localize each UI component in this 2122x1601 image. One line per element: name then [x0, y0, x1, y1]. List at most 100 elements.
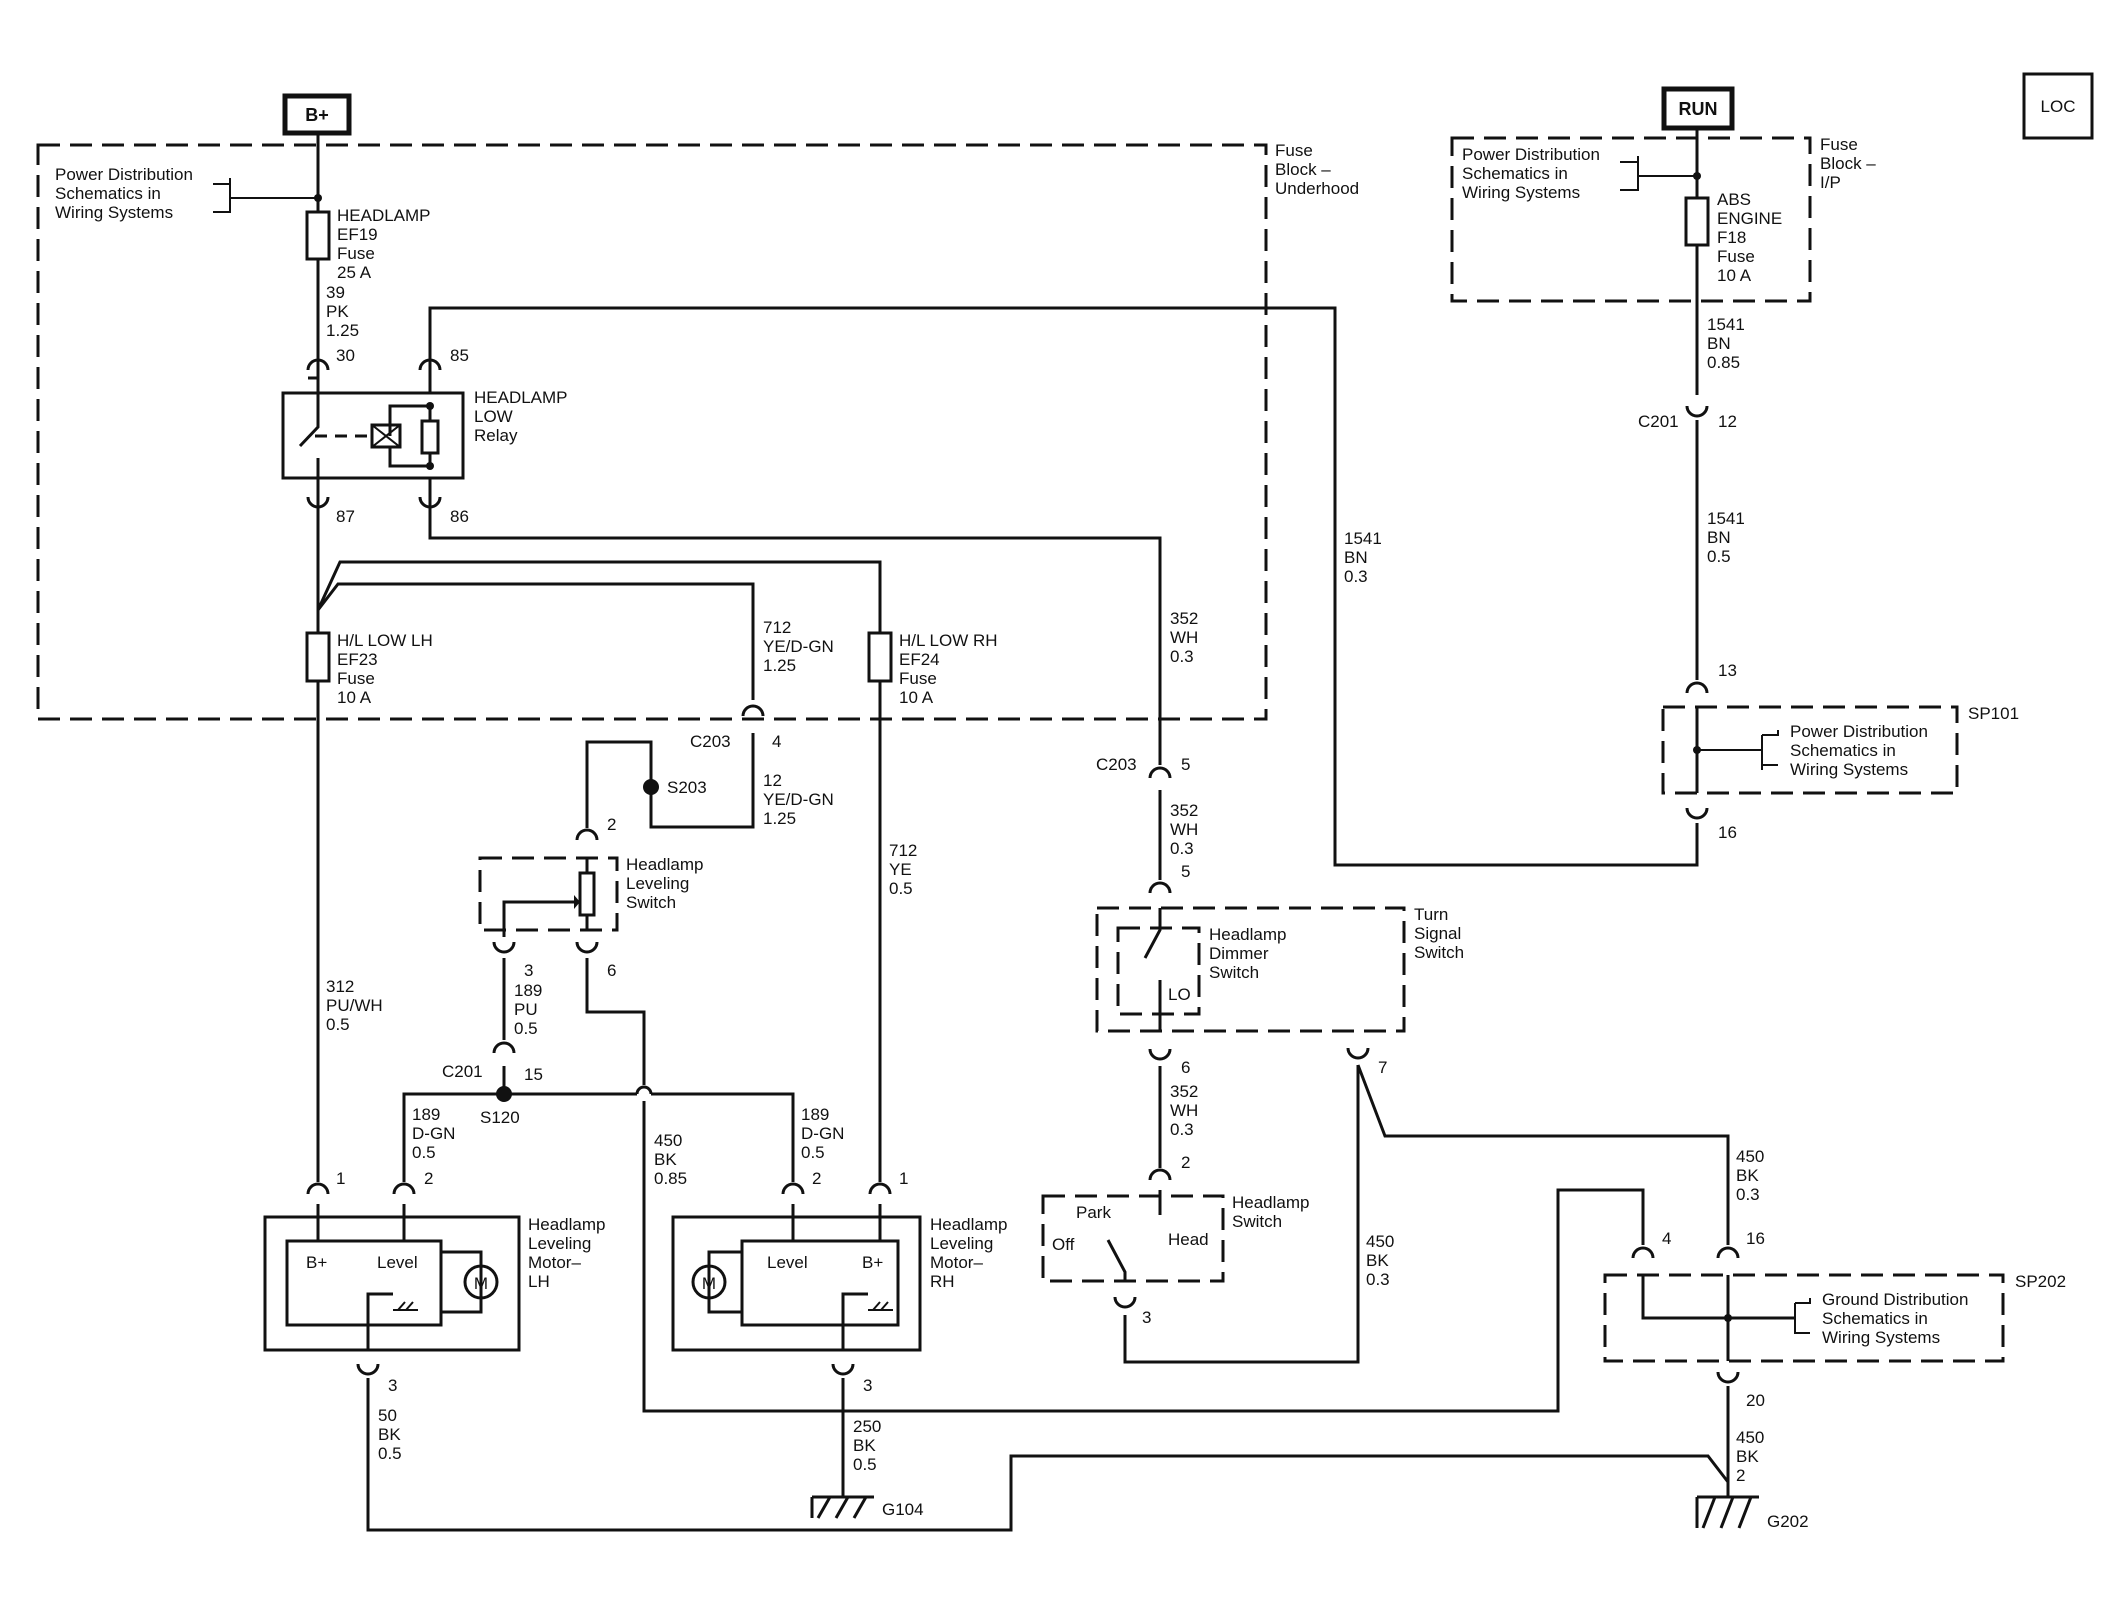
leveling-potentiometer	[578, 871, 596, 917]
pin-5b: 5	[1181, 862, 1190, 881]
pin-16a: 16	[1718, 823, 1737, 842]
wire-splice-ef24	[316, 560, 882, 633]
pin-15: 15	[524, 1065, 543, 1084]
motor-rh-m-link	[707, 1250, 742, 1314]
wire-50-bk	[366, 1378, 1730, 1532]
wire-sp202-internal	[1641, 1275, 1795, 1361]
pin-2-switch: 2	[607, 815, 616, 834]
motor-lh-m-link	[441, 1250, 483, 1314]
headlamp-switch-box	[1041, 1194, 1225, 1283]
pin-6-switch: 6	[607, 961, 616, 980]
pin-85: 85	[450, 346, 469, 365]
motor-lh-outer	[263, 1215, 521, 1352]
fuse-f18	[1684, 196, 1710, 247]
wire-pwr-dist-1-tap	[213, 178, 318, 213]
fuse-block-ip-box	[1450, 136, 1812, 303]
pin-20: 20	[1746, 1391, 1765, 1410]
pin-4b: 4	[1662, 1229, 1671, 1248]
motor-rh-outer	[671, 1215, 922, 1352]
relay-pin-lines	[316, 355, 432, 512]
motor-lh-level-label: Level	[377, 1253, 418, 1272]
splice-uh-tap	[314, 194, 322, 202]
wire-s203-loop	[585, 733, 755, 829]
motor-rh-level-label: Level	[767, 1253, 808, 1272]
c203-a-label: C203	[690, 732, 731, 751]
pin-3-rh: 3	[863, 1376, 872, 1395]
ground-g104	[810, 1495, 874, 1519]
splice-s120	[496, 1086, 512, 1102]
pin-87: 87	[336, 507, 355, 526]
motor-rh-bplus-label: B+	[862, 1253, 883, 1272]
fuse-ef24	[867, 631, 893, 683]
pin-4a: 4	[772, 732, 781, 751]
headlamp-switch-contact	[1106, 1190, 1162, 1281]
wire-gnd-dist-tap	[1794, 1298, 1811, 1334]
motor-rh-inner	[740, 1239, 900, 1327]
sp101-label: SP101	[1968, 704, 2019, 723]
wire-1541-relay-coil	[428, 306, 1699, 867]
pin-5a: 5	[1181, 755, 1190, 774]
loc-label: LOC	[2041, 97, 2076, 116]
pin-1-lh: 1	[336, 1169, 345, 1188]
bplus-tag	[282, 93, 352, 136]
s120-label: S120	[480, 1108, 520, 1127]
wire-450-switch	[585, 958, 1645, 1413]
bplus-tag-label: B+	[305, 105, 329, 125]
motor-lh-gnd	[366, 1292, 393, 1350]
pin-3-lh: 3	[388, 1376, 397, 1395]
pin-1-rh: 1	[899, 1169, 908, 1188]
motor-lh-m-label: M	[474, 1274, 488, 1293]
motor-lh-m-circle	[463, 1264, 499, 1300]
motor-rh-gnd-sym	[868, 1301, 893, 1311]
wire-pwr-dist-3-tap	[1697, 730, 1779, 770]
relay-coil-symbol	[370, 423, 402, 449]
wire-189-dgn-bus	[402, 1092, 795, 1182]
run-tag-label: RUN	[1679, 99, 1718, 119]
s203-label: S203	[667, 778, 707, 797]
pin-3-hs: 3	[1142, 1308, 1151, 1327]
motor-lh-gnd-sym	[393, 1301, 418, 1311]
pin-2-rh: 2	[812, 1169, 821, 1188]
wire-450-ts-sp202	[1356, 1064, 1730, 1245]
pin-7: 7	[1378, 1058, 1387, 1077]
pin-30: 30	[336, 346, 355, 365]
wire-450-hop	[635, 1085, 653, 1095]
leveling-switch-box	[478, 856, 619, 932]
splice-ip-tap	[1693, 172, 1701, 180]
park-label: Park	[1076, 1203, 1111, 1222]
motor-lh-pins	[316, 1204, 406, 1241]
connector-arcs	[306, 358, 1740, 1384]
splice-sp101	[1693, 746, 1701, 754]
wire-pwr-dist-2-tap	[1620, 156, 1697, 191]
pin-2-hs: 2	[1181, 1153, 1190, 1172]
relay-coil-circuit	[388, 404, 432, 468]
sp202-box	[1603, 1273, 2005, 1363]
pin-2-lh: 2	[424, 1169, 433, 1188]
motor-rh-m-circle	[691, 1264, 727, 1300]
relay-resistor	[420, 419, 440, 455]
sp101-box	[1661, 705, 1959, 795]
